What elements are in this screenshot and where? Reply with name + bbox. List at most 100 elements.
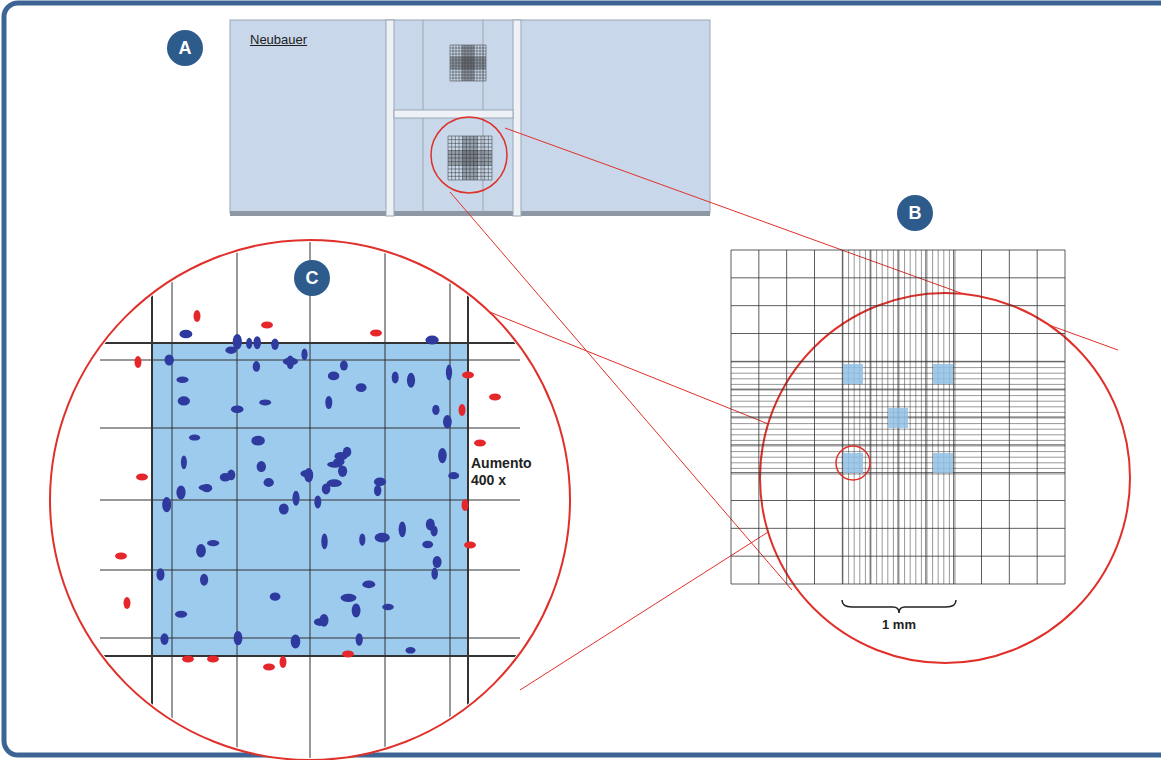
cell <box>253 336 261 349</box>
cell <box>136 474 148 481</box>
badge-letter: B <box>909 203 922 224</box>
cell <box>431 525 438 536</box>
grid-line <box>731 401 1065 402</box>
grid-line <box>731 440 1065 441</box>
grid-line <box>854 250 855 584</box>
grid-line <box>310 230 311 760</box>
cell <box>433 556 442 568</box>
cell <box>135 356 142 368</box>
square-magnified <box>50 230 570 760</box>
cell <box>314 495 321 508</box>
grid-line <box>472 45 473 81</box>
cell <box>374 478 386 487</box>
cell <box>279 503 289 514</box>
grid-line <box>450 65 486 66</box>
magnification-label: Aumento 400 x <box>471 455 531 489</box>
grid-line <box>981 250 982 584</box>
grid-line <box>731 584 1065 585</box>
cell <box>179 330 192 339</box>
cell <box>392 372 399 384</box>
grid-line <box>474 136 475 180</box>
cell <box>343 447 351 457</box>
cell <box>207 656 219 663</box>
grid-line <box>882 250 883 584</box>
grid-line <box>876 250 877 584</box>
panel-badge: A <box>167 30 203 66</box>
grid-line <box>468 45 469 81</box>
panel-badge: C <box>294 260 330 296</box>
cell <box>160 633 168 645</box>
cell <box>338 465 347 477</box>
grid-line <box>1009 250 1010 584</box>
cell <box>283 358 298 366</box>
cell <box>220 473 231 482</box>
grid-line <box>172 230 173 760</box>
cell <box>176 377 188 383</box>
cell <box>225 347 236 354</box>
grid-line <box>448 159 492 160</box>
cell <box>199 485 212 491</box>
cell <box>181 455 187 469</box>
grid-line <box>925 250 926 584</box>
grid-line <box>470 136 471 180</box>
cell <box>253 361 260 372</box>
cell <box>340 361 348 371</box>
cell <box>291 635 301 649</box>
grid-line <box>1065 250 1066 584</box>
cell <box>382 604 394 611</box>
grid-line <box>731 367 1065 368</box>
cell <box>431 568 438 580</box>
grid-line <box>473 45 474 81</box>
grid-line <box>731 528 1065 529</box>
cell <box>194 310 201 322</box>
cell <box>200 574 208 586</box>
cell <box>341 594 357 602</box>
grid-line <box>910 250 911 584</box>
grid-line <box>731 373 1065 374</box>
grid-line <box>949 250 950 584</box>
grid-line <box>731 434 1065 435</box>
cell <box>356 383 367 392</box>
grid-line <box>475 136 476 180</box>
grid-line <box>938 250 939 584</box>
grid-line <box>385 230 386 760</box>
cell <box>115 553 127 560</box>
grid-line <box>450 66 486 67</box>
cell <box>422 541 433 549</box>
cell <box>176 486 185 500</box>
grid-line <box>448 160 492 161</box>
grid-line <box>915 250 916 584</box>
grid-line <box>731 395 1065 396</box>
cell <box>178 396 190 405</box>
cell <box>270 593 281 601</box>
grid-line <box>472 136 473 180</box>
cell <box>328 372 340 381</box>
cell <box>342 651 354 658</box>
grid-line <box>953 250 954 584</box>
cell <box>443 415 452 429</box>
grid-line <box>731 462 1065 463</box>
cell <box>425 336 438 345</box>
grid-line <box>731 451 1065 452</box>
cell <box>356 633 363 646</box>
cell <box>438 448 447 463</box>
cell <box>370 330 382 337</box>
grid-line <box>448 158 492 159</box>
frame <box>4 3 1161 755</box>
grid-line <box>731 362 1065 363</box>
grid-line <box>927 250 928 584</box>
grid-line <box>731 474 1065 475</box>
grid-line <box>471 136 472 180</box>
grid-line <box>932 250 933 584</box>
grid-line <box>955 250 956 584</box>
cell <box>362 581 375 589</box>
cell <box>207 540 219 546</box>
cell <box>464 542 476 549</box>
grid-line <box>450 64 486 65</box>
grid-line <box>448 163 492 164</box>
cell <box>280 656 287 668</box>
cell <box>320 614 329 627</box>
cell <box>231 405 244 413</box>
grid-line <box>448 165 492 166</box>
